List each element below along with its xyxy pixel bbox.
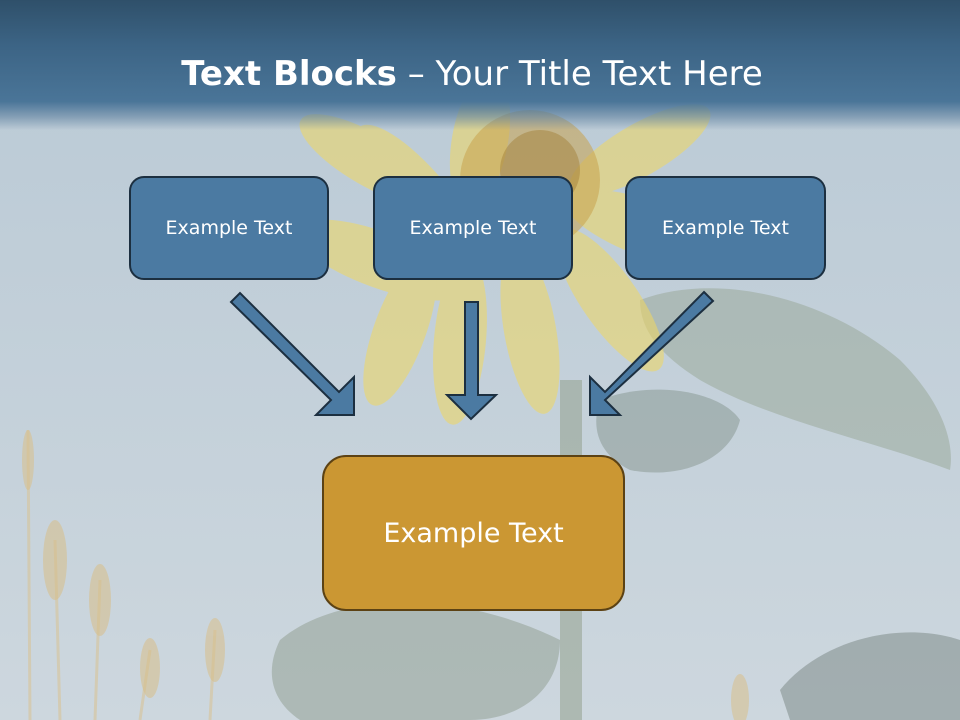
- result-text-block-label: Example Text: [383, 517, 564, 549]
- title-bar: [0, 0, 960, 130]
- text-block-3-label: Example Text: [662, 217, 789, 239]
- text-block-1-label: Example Text: [165, 217, 293, 239]
- arrow-right: [589, 290, 715, 416]
- text-block-1: Example Text: [129, 176, 329, 280]
- text-block-2-label: Example Text: [409, 217, 537, 239]
- text-block-2: Example Text: [373, 176, 573, 280]
- title-bold-part: Text Blocks: [181, 54, 397, 94]
- arrow-middle: [444, 301, 499, 421]
- result-text-block: Example Text: [322, 455, 625, 611]
- text-block-3: Example Text: [625, 176, 826, 280]
- arrow-left: [229, 291, 355, 416]
- slide-title: Text Blocks – Your Title Text Here: [0, 52, 944, 96]
- title-rest-part: – Your Title Text Here: [396, 54, 763, 94]
